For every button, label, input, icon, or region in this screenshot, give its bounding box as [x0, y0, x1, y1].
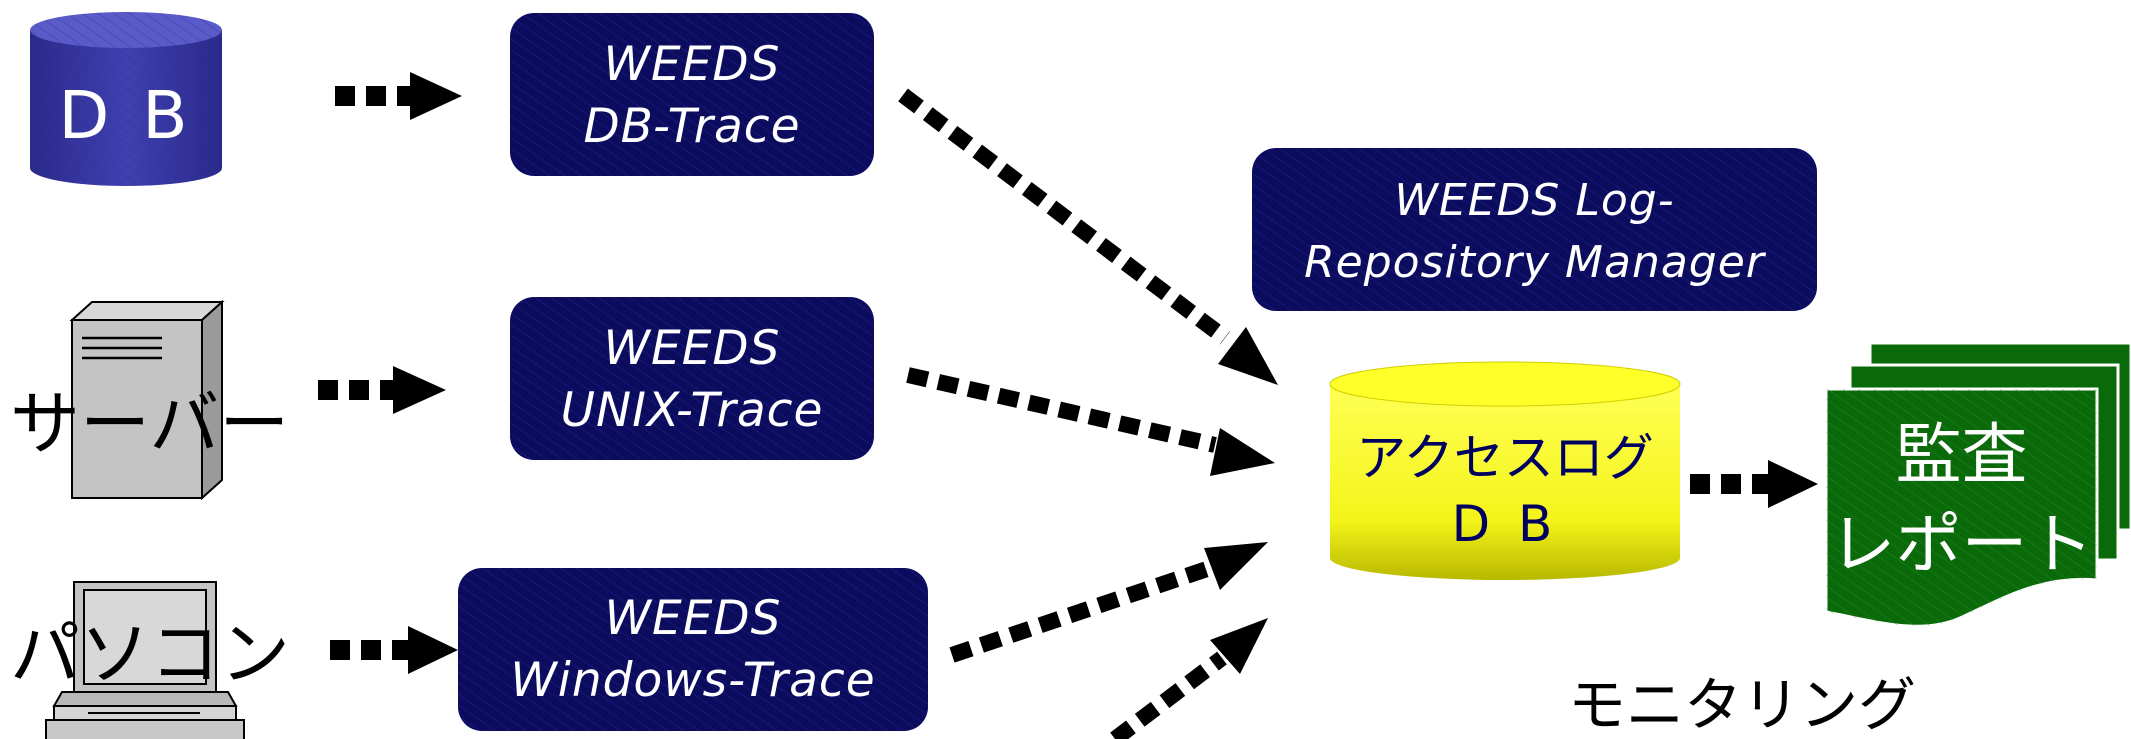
- audit-report-icon: [1824, 341, 2131, 628]
- pc-source-label: パソコン: [10, 613, 290, 695]
- unix-trace-line2: UNIX-Trace: [560, 383, 824, 438]
- weeds-windows-trace-box: [458, 568, 928, 731]
- weeds-log-repository-manager-box: [1252, 148, 1817, 311]
- server-source-label: サーバー: [10, 383, 290, 465]
- arrow-lower-to-access-log: [1110, 618, 1268, 739]
- audit-report-line2: レポート: [1829, 506, 2094, 583]
- arrow-server-to-unix-trace: [318, 366, 446, 414]
- log-repository-line2: Repository Manager: [1304, 237, 1765, 288]
- windows-trace-line2: Windows-Trace: [510, 653, 876, 708]
- weeds-db-trace-box: [510, 13, 874, 176]
- monitoring-label: モニタリング: [1568, 671, 1917, 739]
- arrow-db-trace-to-access-log: [898, 88, 1278, 385]
- arrow-windows-trace-to-access-log: [949, 542, 1268, 663]
- unix-trace-line1: WEEDS: [603, 321, 781, 376]
- audit-report-line1: 監査: [1895, 416, 2028, 493]
- db-trace-title: WEEDS DB-Trace: [510, 34, 874, 158]
- audit-report-label: 監査 レポート: [1826, 410, 2097, 590]
- windows-trace-title: WEEDS Windows-Trace: [458, 588, 928, 712]
- db-cylinder-icon: [30, 12, 222, 186]
- laptop-icon: [45, 581, 245, 739]
- db-trace-line1: WEEDS: [603, 37, 781, 92]
- weeds-unix-trace-box: [510, 297, 874, 460]
- arrow-access-log-to-report: [1690, 460, 1818, 508]
- db-trace-line2: DB-Trace: [583, 99, 801, 154]
- server-icon: [69, 299, 225, 501]
- access-log-db-line2: D B: [1451, 495, 1559, 553]
- arrow-pc-to-windows-trace: [330, 626, 458, 674]
- windows-trace-line1: WEEDS: [604, 591, 782, 646]
- access-log-db-line1: アクセスログ: [1356, 429, 1654, 487]
- unix-trace-title: WEEDS UNIX-Trace: [510, 318, 874, 442]
- log-repository-title: WEEDS Log- Repository Manager: [1252, 170, 1817, 294]
- db-source-label: D B: [58, 77, 194, 154]
- access-log-db-cylinder-icon: [1329, 361, 1681, 580]
- arrow-unix-trace-to-access-log: [906, 367, 1275, 476]
- log-repository-line1: WEEDS Log-: [1394, 175, 1675, 226]
- arrow-db-to-db-trace: [335, 72, 462, 120]
- access-log-db-label: アクセスログ D B: [1330, 425, 1680, 557]
